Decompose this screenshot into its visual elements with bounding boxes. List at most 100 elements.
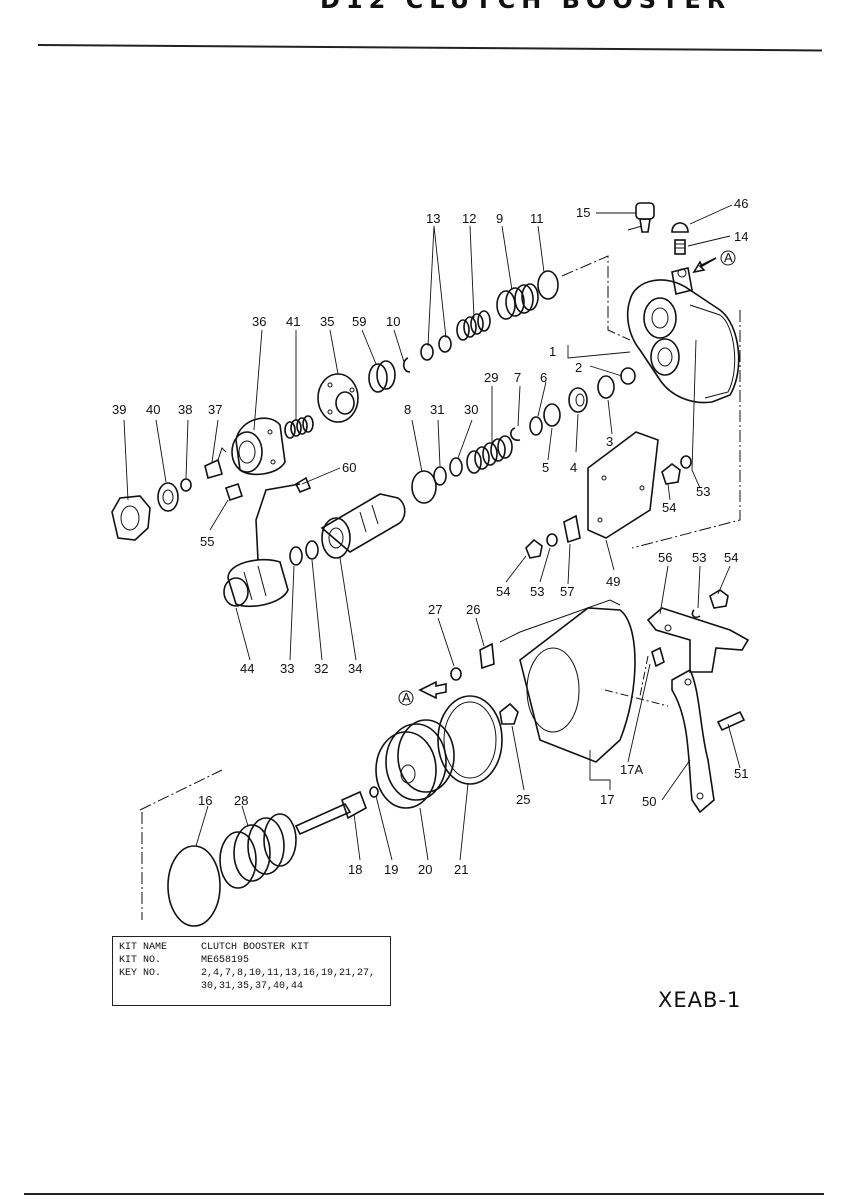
- part-number-label: 37: [208, 402, 222, 417]
- part-number-label: 18: [348, 862, 362, 877]
- part-number-label: 34: [348, 661, 362, 676]
- part-number-label: 10: [386, 314, 400, 329]
- callout-marker-upper: A: [724, 250, 733, 265]
- part-number-label: 13: [426, 211, 440, 226]
- part-number-label: 5: [542, 460, 549, 475]
- part-number-label: 15: [576, 205, 590, 220]
- part-number-label: 46: [734, 196, 748, 211]
- part-number-label: 35: [320, 314, 334, 329]
- nut-part: [111, 495, 151, 541]
- part-number-label: 29: [484, 370, 498, 385]
- key-no-label-blank: [119, 980, 201, 993]
- part-number-label: 59: [352, 314, 366, 329]
- leader-lines: [123, 204, 741, 861]
- part-number-label: 36: [252, 314, 266, 329]
- part-number-label: 1: [549, 344, 556, 359]
- part-number-label: 14: [734, 229, 748, 244]
- part-number-label: 55: [200, 534, 214, 549]
- plunger-body-part: [231, 417, 286, 476]
- cap-part: [671, 222, 689, 255]
- kit-no-label: KIT NO.: [119, 955, 162, 966]
- part-number-label: 33: [280, 661, 294, 676]
- part-number-label: 30: [464, 402, 478, 417]
- piston-cylinder-part: [320, 493, 406, 559]
- part-number-label: 40: [146, 402, 160, 417]
- key-no-row: KEY NO. 2,4,7,8,10,11,13,16,19,21,27,: [119, 967, 384, 980]
- key-no-label: KEY NO.: [119, 968, 162, 979]
- valve-spring-part: [496, 283, 539, 320]
- part-number-label: 4: [570, 460, 577, 475]
- part-number-label: 19: [384, 862, 398, 877]
- part-number-label: 3: [606, 434, 613, 449]
- part-number-label: 9: [496, 211, 503, 226]
- part-number-label: 57: [560, 584, 574, 599]
- part-number-label: 56: [658, 550, 672, 565]
- booster-shell-part: [499, 599, 636, 763]
- part-number-label: 53: [692, 550, 706, 565]
- part-number-label: 53: [530, 584, 544, 599]
- part-number-label: 54: [662, 500, 676, 515]
- part-number-label: 26: [466, 602, 480, 617]
- page-title: D12 CLUTCH BOOSTER: [320, 0, 732, 14]
- key-no-value: 2,4,7,8,10,11,13,16,19,21,27,: [201, 968, 376, 979]
- kit-no-row: KIT NO. ME658195: [119, 954, 384, 967]
- return-spring-part: [219, 813, 297, 889]
- part-number-label: 6: [540, 370, 547, 385]
- inner-spring-part: [456, 310, 491, 341]
- part-number-label: 21: [454, 862, 468, 877]
- part-number-label: 17A: [620, 762, 643, 777]
- callout-marker-lower: A: [402, 690, 411, 705]
- part-number-label: 11: [530, 211, 544, 226]
- key-no-value-continued: 30,31,35,37,40,44: [201, 981, 304, 992]
- lever-part: [671, 668, 715, 814]
- kit-info-box: KIT NAME CLUTCH BOOSTER KIT KIT NO. ME65…: [112, 936, 391, 1006]
- part-number-label: 49: [606, 574, 620, 589]
- part-number-label: 50: [642, 794, 656, 809]
- kit-name-label: KIT NAME: [119, 942, 168, 953]
- part-number-label: 25: [516, 792, 530, 807]
- push-rod-part: [294, 790, 367, 836]
- part-number-label: 16: [198, 793, 212, 808]
- diaphragm-plate-part: [375, 719, 455, 809]
- part-number-label: 17: [600, 792, 614, 807]
- part-number-label: 41: [286, 314, 300, 329]
- breather-part: [627, 202, 655, 233]
- seal-part: [368, 360, 396, 393]
- part-number-label: 54: [724, 550, 738, 565]
- part-number-label: 32: [314, 661, 328, 676]
- part-number-label: 28: [234, 793, 248, 808]
- kit-no-value: ME658195: [201, 955, 250, 966]
- seal-ring-part: [167, 845, 221, 927]
- key-no-row-continued: 30,31,35,37,40,44: [119, 980, 384, 993]
- flange-part: [317, 373, 359, 423]
- housing-gasket-part: [689, 304, 736, 399]
- bracket-part: [646, 607, 750, 673]
- part-number-label: 2: [575, 360, 582, 375]
- small-spring-part: [284, 415, 314, 439]
- part-number-label: 12: [462, 211, 476, 226]
- valve-housing-part: [626, 267, 740, 404]
- part-number-label: 27: [428, 602, 442, 617]
- part-number-label: 39: [112, 402, 126, 417]
- part-number-label: 38: [178, 402, 192, 417]
- part-number-label: 53: [696, 484, 710, 499]
- reaction-spring-part: [466, 435, 513, 474]
- direction-arrow: [692, 257, 717, 274]
- boot-part: [223, 483, 301, 608]
- part-number-label: 20: [418, 862, 432, 877]
- kit-name-value: CLUTCH BOOSTER KIT: [201, 942, 310, 953]
- part-number-label: 31: [430, 402, 444, 417]
- bottom-rule: [24, 1193, 824, 1195]
- part-number-label: 60: [342, 460, 356, 475]
- part-number-label: 44: [240, 661, 254, 676]
- part-number-label: 51: [734, 766, 748, 781]
- mounting-plate-part: [587, 431, 659, 539]
- part-number-label: 54: [496, 584, 510, 599]
- part-number-label: 7: [514, 370, 521, 385]
- part-number-label: 8: [404, 402, 411, 417]
- kit-name-row: KIT NAME CLUTCH BOOSTER KIT: [119, 941, 384, 954]
- figure-code: XEAB-1: [658, 988, 742, 1012]
